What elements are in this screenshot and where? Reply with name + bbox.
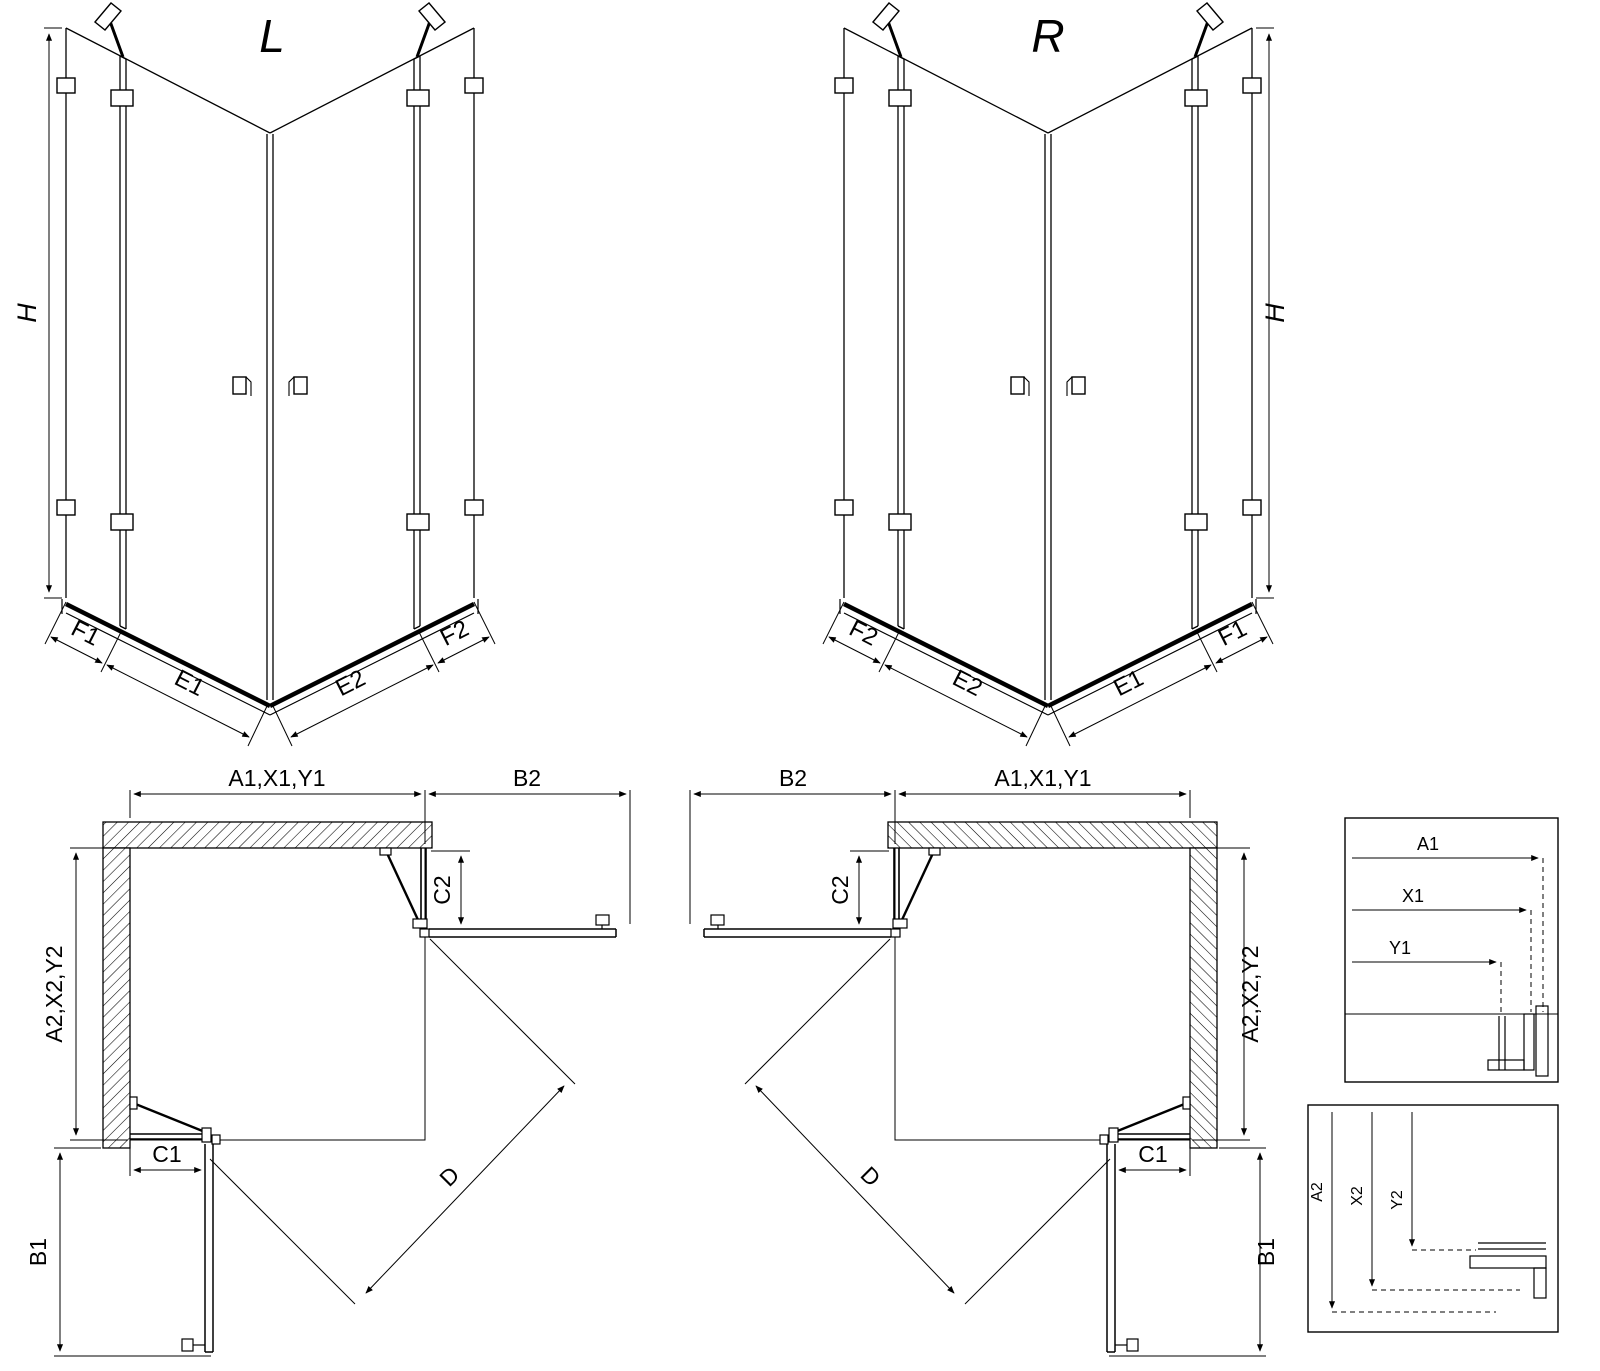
iso-view-right	[823, 3, 1274, 746]
plan-left-dim-d: D	[434, 1161, 464, 1191]
detail-dim-y2: Y2	[1389, 1190, 1406, 1210]
plan-right-dim-c2: C2	[827, 875, 853, 904]
plan-right-dim-d: D	[856, 1161, 886, 1191]
plan-view-right	[690, 790, 1266, 1356]
detail-dim-x1: X1	[1402, 886, 1424, 906]
detail-horizontal-dims	[1344, 817, 1559, 1083]
iso-left-dim-h: H	[12, 303, 42, 323]
plan-right-dim-a2x2y2: A2,X2,Y2	[1237, 945, 1263, 1042]
detail-vertical-dims	[1307, 1104, 1559, 1333]
plan-left-dim-a2x2y2: A2,X2,Y2	[41, 945, 67, 1042]
plan-view-left	[54, 790, 630, 1356]
plan-left-dim-c2: C2	[429, 875, 455, 904]
plan-left-dim-c1: C1	[152, 1141, 181, 1167]
iso-right-title: R	[1031, 10, 1064, 62]
detail-dim-a1: A1	[1417, 834, 1439, 854]
plan-left-dim-a1x1y1: A1,X1,Y1	[228, 765, 325, 791]
plan-left-dim-b1: B1	[25, 1238, 51, 1266]
plan-right-dim-a1x1y1: A1,X1,Y1	[994, 765, 1091, 791]
plan-right-dim-c1: C1	[1138, 1141, 1167, 1167]
detail-dim-a2: A2	[1309, 1182, 1326, 1202]
iso-view-left	[44, 3, 495, 746]
plan-right-dim-b2: B2	[779, 765, 807, 791]
detail-dim-y1: Y1	[1389, 938, 1411, 958]
plan-left-dim-b2: B2	[513, 765, 541, 791]
iso-right-dim-h: H	[1260, 303, 1290, 323]
iso-left-title: L	[259, 10, 285, 62]
detail-dim-x2: X2	[1349, 1186, 1366, 1206]
plan-right-dim-b1: B1	[1253, 1238, 1279, 1266]
